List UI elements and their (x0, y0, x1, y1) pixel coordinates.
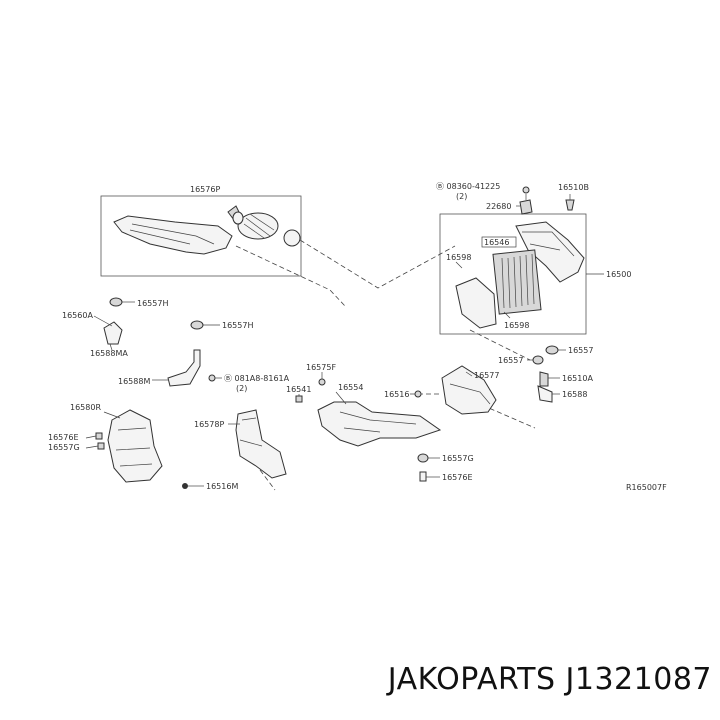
sensor-part (519, 199, 533, 215)
grommet-part (565, 199, 575, 211)
grommet-part (545, 345, 559, 355)
leader-line (103, 411, 121, 419)
part-label: 16557G (442, 454, 474, 463)
part-label-highlighted: 16546 (484, 238, 509, 247)
bracket-part (103, 321, 123, 345)
part-label: 16588 (562, 390, 587, 399)
air-filter-element-part (492, 249, 542, 315)
leader-line (109, 343, 113, 351)
part-label: 16576E (442, 473, 473, 482)
part-label: 16557H (222, 321, 253, 330)
part-label: 16578P (194, 420, 224, 429)
part-label: 16516M (206, 482, 238, 491)
intake-hose-rib (243, 213, 275, 239)
diagram-reference-code: R165007F (626, 483, 667, 492)
leader-line (85, 435, 99, 449)
air-cleaner-rib (522, 231, 575, 257)
group-box-air-duct (100, 195, 302, 277)
part-quantity: (2) (456, 192, 467, 201)
cover-plate-rib (339, 411, 417, 433)
bracket-part (537, 385, 553, 403)
clip-part (419, 471, 427, 482)
part-label: 16560A (62, 311, 93, 320)
dashed-guide-duct-to-cleaner (299, 239, 456, 289)
bolt-part (522, 186, 530, 194)
part-label: 16588M (118, 377, 150, 386)
dashed-guide-cleaner-to-16557 (469, 329, 531, 361)
air-cleaner-lower-part (455, 277, 497, 329)
grommet-part (417, 453, 429, 463)
bolt-part (414, 390, 422, 398)
grommet-part (532, 355, 544, 365)
dashed-guide-duct-to-filter (235, 245, 346, 307)
highlight-box (481, 236, 517, 248)
air-duct-rib (131, 223, 215, 245)
part-label: 16516 (384, 390, 409, 399)
grommet-part (318, 378, 326, 386)
part-label: Ⓑ 08360-41225 (436, 182, 500, 191)
shroud-rib (449, 383, 491, 405)
duct-rib (239, 417, 263, 447)
part-label: 16510B (558, 183, 589, 192)
duct-part (235, 409, 287, 479)
air-duct-rib (129, 229, 191, 245)
part-label: 16575F (306, 363, 336, 372)
part-label: 16576P (190, 185, 220, 194)
part-label: 16580R (70, 403, 101, 412)
cover-plate-part (317, 401, 442, 447)
part-label: Ⓑ 081A8-8161A (224, 374, 290, 383)
part-label: 16598 (504, 321, 529, 330)
shroud-part (441, 365, 497, 415)
bolt-part (182, 483, 188, 489)
leader-line (455, 261, 463, 269)
part-label: 16598 (446, 253, 471, 262)
grommet-part (109, 297, 123, 307)
part-label: 22680 (486, 202, 511, 211)
hose-clamp-part (232, 211, 244, 225)
part-label: 16557 (498, 356, 523, 365)
leader-line (335, 391, 347, 405)
leader-line (503, 311, 511, 319)
bracket-part (167, 349, 201, 387)
part-quantity: (2) (236, 384, 247, 393)
part-label: 16554 (338, 383, 363, 392)
clip-part (95, 432, 103, 440)
air-filter-pleats (501, 253, 535, 309)
part-label: 16557G (48, 443, 80, 452)
intake-hose-part (237, 212, 279, 240)
part-label: 16576E (48, 433, 79, 442)
bracket-part (539, 371, 549, 387)
part-label: 16500 (606, 270, 631, 279)
hose-clamp-part (283, 229, 301, 247)
leader-line (93, 315, 113, 327)
part-label: 16557H (137, 299, 168, 308)
part-label: 16557 (568, 346, 593, 355)
brand-part-number: JAKOPARTS J1321087 (387, 662, 712, 697)
air-duct-part (113, 215, 233, 255)
part-label: 16541 (286, 385, 311, 394)
part-label: 16510A (562, 374, 593, 383)
resonator-rib (115, 427, 153, 467)
clip-part (295, 395, 303, 403)
part-label: 16588MA (90, 349, 128, 358)
part-label: 16577 (474, 371, 499, 380)
clip-part (97, 442, 105, 450)
bolt-part (208, 374, 216, 382)
grommet-part (190, 320, 204, 330)
leader-line (465, 371, 473, 377)
dashed-guide-16578-to-16516M (259, 469, 276, 491)
resonator-part (107, 409, 163, 483)
